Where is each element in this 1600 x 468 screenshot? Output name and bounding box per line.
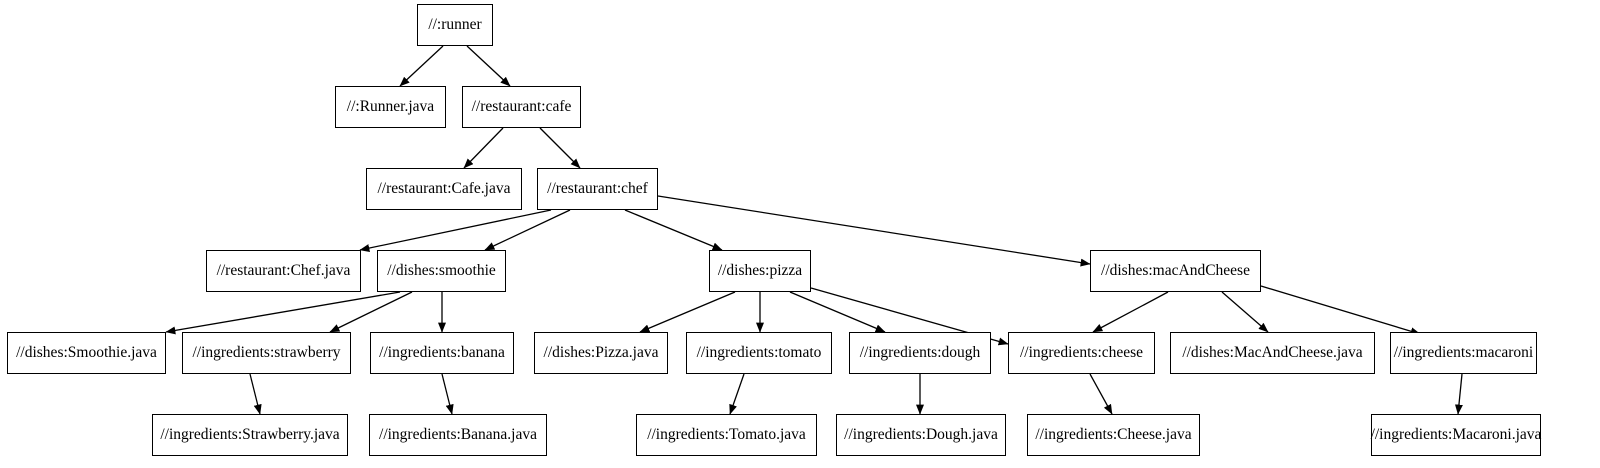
graph-node-label: //ingredients:macaroni [1393,344,1534,362]
graph-node-strawberry_java[interactable]: //ingredients:Strawberry.java [152,414,348,456]
graph-node-macaroni_java[interactable]: //ingredients:Macaroni.java [1371,414,1541,456]
graph-node-label: //ingredients:Macaroni.java [1370,426,1542,444]
graph-node-cafe[interactable]: //restaurant:cafe [462,86,581,128]
graph-node-runner[interactable]: //:runner [417,4,493,46]
graph-node-smoothie[interactable]: //dishes:smoothie [377,250,506,292]
graph-node-label: //dishes:macAndCheese [1101,262,1250,280]
graph-node-label: //dishes:smoothie [387,262,496,280]
graph-node-label: //restaurant:Chef.java [216,262,351,280]
graph-node-label: //restaurant:Cafe.java [377,180,511,198]
graph-node-chef[interactable]: //restaurant:chef [537,168,658,210]
graph-node-pizza[interactable]: //dishes:pizza [709,250,811,292]
graph-node-label: //ingredients:tomato [696,344,822,362]
graph-node-runner_java[interactable]: //:Runner.java [335,86,446,128]
graph-node-macandcheese[interactable]: //dishes:macAndCheese [1090,250,1261,292]
graph-node-label: //dishes:pizza [717,262,803,280]
graph-node-cafe_java[interactable]: //restaurant:Cafe.java [366,168,522,210]
graph-node-label: //ingredients:Dough.java [844,426,998,444]
graph-node-label: //dishes:Pizza.java [543,344,659,362]
graph-node-cheese_java[interactable]: //ingredients:Cheese.java [1027,414,1200,456]
graph-node-strawberry[interactable]: //ingredients:strawberry [182,332,351,374]
graph-node-macandcheese_java[interactable]: //dishes:MacAndCheese.java [1170,332,1375,374]
graph-node-label: //dishes:Smoothie.java [16,344,157,362]
graph-node-smoothie_java[interactable]: //dishes:Smoothie.java [7,332,166,374]
graph-node-label: //:Runner.java [346,98,435,116]
graph-node-banana[interactable]: //ingredients:banana [370,332,514,374]
graph-node-tomato_java[interactable]: //ingredients:Tomato.java [636,414,817,456]
graph-node-label: //ingredients:cheese [1019,344,1144,362]
graph-node-macaroni[interactable]: //ingredients:macaroni [1390,332,1537,374]
graph-node-label: //ingredients:dough [859,344,981,362]
graph-node-label: //ingredients:Strawberry.java [160,426,340,444]
graph-node-cheese[interactable]: //ingredients:cheese [1008,332,1155,374]
graph-node-pizza_java[interactable]: //dishes:Pizza.java [534,332,668,374]
graph-node-label: //restaurant:cafe [471,98,572,116]
graph-node-label: //ingredients:Banana.java [379,426,537,444]
graph-node-label: //ingredients:Cheese.java [1035,426,1192,444]
graph-node-dough_java[interactable]: //ingredients:Dough.java [836,414,1006,456]
graph-node-dough[interactable]: //ingredients:dough [849,332,991,374]
graph-node-chef_java[interactable]: //restaurant:Chef.java [206,250,361,292]
graph-node-label: //ingredients:banana [379,344,505,362]
graph-node-label: //:runner [428,16,482,34]
graph-node-label: //ingredients:strawberry [192,344,341,362]
graph-node-tomato[interactable]: //ingredients:tomato [686,332,832,374]
graph-node-label: //ingredients:Tomato.java [647,426,806,444]
graph-node-banana_java[interactable]: //ingredients:Banana.java [369,414,547,456]
graph-node-label: //restaurant:chef [547,180,648,198]
graph-node-label: //dishes:MacAndCheese.java [1182,344,1363,362]
